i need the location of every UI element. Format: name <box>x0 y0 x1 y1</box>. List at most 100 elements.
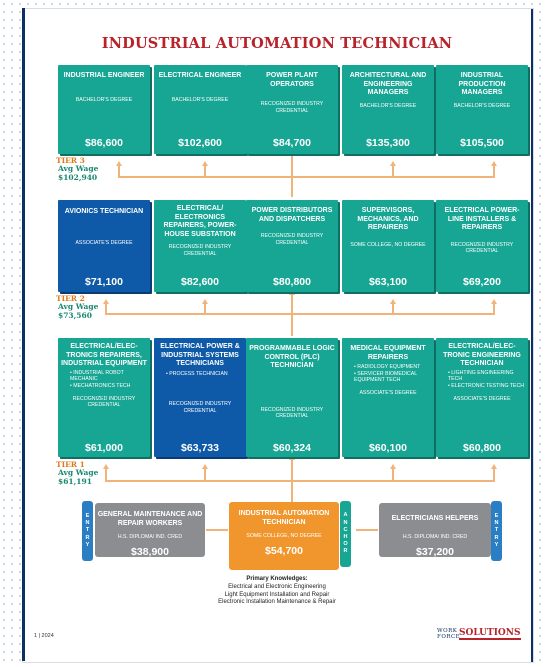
specialty-item: • PROCESS TECHNICIAN <box>166 370 228 377</box>
wage: $63,100 <box>369 276 407 288</box>
tier1-box-engineering-technician: ELECTRICAL/ELEC-TRONIC ENGINEERING TECHN… <box>436 338 528 457</box>
job-title: ELECTRICAL/ELEC-TRONICS REPAIRERS, INDUS… <box>61 343 147 368</box>
tier-avg-wage: $102,940 <box>58 172 98 182</box>
job-title: INDUSTRIAL AUTOMATION TECHNICIAN <box>238 510 330 526</box>
entry-box-general-maintenance: GENERAL MAINTENANCE AND REPAIR WORKERS H… <box>95 503 205 558</box>
tier-name: TIER 1 <box>56 460 85 469</box>
tier-name: TIER 2 <box>56 294 85 303</box>
education: RECOGNIZED INDUSTRY CREDENTIAL <box>450 241 514 255</box>
tier1-label: TIER 1 Avg Wage $61,191 <box>56 460 99 486</box>
tier2-box-electrical-repairers-powerhouse: ELECTRICAL/ ELECTRONICS REPAIRERS, POWER… <box>154 200 246 292</box>
wage: $71,100 <box>85 276 123 288</box>
education: RECOGNIZED INDUSTRY CREDENTIAL <box>260 406 324 420</box>
education: BACHELOR'S DEGREE <box>75 96 133 103</box>
education: H.S. DIPLOMA/ IND. CRED <box>117 534 183 540</box>
wage: $84,700 <box>273 137 311 149</box>
wage: $63,733 <box>181 442 219 454</box>
job-title: ELECTRICAL POWER & INDUSTRIAL SYSTEMS TE… <box>160 343 240 368</box>
education: RECOGNIZED INDUSTRY CREDENTIAL <box>72 395 136 409</box>
specialty-item: • INDUSTRIAL ROBOT MECHANIC <box>70 369 124 383</box>
job-title: AVIONICS TECHNICIAN <box>64 208 144 215</box>
education: H.S. DIPLOMA/ IND. CRED <box>402 533 468 540</box>
tier2-box-power-line-installers: ELECTRICAL POWER-LINE INSTALLERS & REPAI… <box>436 200 528 292</box>
knowledge-item: Electrical and Electronic Engineering <box>228 583 326 590</box>
tier1-box-medical-equipment-repairers: MEDICAL EQUIPMENT REPAIRERS • RADIOLOGY … <box>342 338 434 457</box>
wage: $105,500 <box>460 137 504 149</box>
education: RECOGNIZED INDUSTRY CREDENTIAL <box>168 401 232 414</box>
specialty-item: • LIGHTING ENGINEERING TECH <box>448 369 514 383</box>
education: SOME COLLEGE, NO DEGREE <box>350 241 426 248</box>
tier2-box-power-distributors: POWER DISTRIBUTORS AND DISPATCHERS RECOG… <box>246 200 338 292</box>
wage: $135,300 <box>366 137 410 149</box>
tier3-box-electrical-engineer: ELECTRICAL ENGINEER BACHELOR'S DEGREE $1… <box>154 65 246 154</box>
education: RECOGNIZED INDUSTRY CREDENTIAL <box>260 101 324 114</box>
wage: $82,600 <box>181 276 219 288</box>
job-title: INDUSTRIAL ENGINEER <box>63 72 145 79</box>
tier1-box-electronics-repairers-industrial: ELECTRICAL/ELEC-TRONICS REPAIRERS, INDUS… <box>58 338 150 457</box>
wage: $102,600 <box>178 137 222 149</box>
education: RECOGNIZED INDUSTRY CREDENTIAL <box>168 244 232 257</box>
tier2-box-supervisors-mechanics: SUPERVISORS, MECHANICS, AND REPAIRERS SO… <box>342 200 434 292</box>
tier3-box-industrial-production-managers: INDUSTRIAL PRODUCTION MANAGERS BACHELOR'… <box>436 65 528 154</box>
job-title: MEDICAL EQUIPMENT REPAIRERS <box>350 345 426 361</box>
job-title: ELECTRICIANS HELPERS <box>391 515 479 522</box>
education: BACHELOR'S DEGREE <box>453 102 511 109</box>
job-title: ELECTRICAL/ELEC-TRONIC ENGINEERING TECHN… <box>443 343 521 368</box>
knowledges-heading: Primary Knowledges: <box>246 576 308 582</box>
job-title: SUPERVISORS, MECHANICS, AND REPAIRERS <box>357 207 419 232</box>
tier-avg-label: Avg Wage <box>58 302 99 312</box>
wage: $69,200 <box>463 276 501 288</box>
specialty-item: • ELECTRONIC TESTING TECH <box>448 382 524 389</box>
education: ASSOCIATE'S DEGREE <box>75 239 133 246</box>
education: ASSOCIATE'S DEGREE <box>453 395 511 402</box>
job-title: GENERAL MAINTENANCE AND REPAIR WORKERS <box>97 511 203 527</box>
job-title: POWER DISTRIBUTORS AND DISPATCHERS <box>251 207 333 223</box>
tier2-box-avionics-technician: AVIONICS TECHNICIAN ASSOCIATE'S DEGREE $… <box>58 200 150 292</box>
wage: $86,600 <box>85 137 123 149</box>
wage: $54,700 <box>265 545 303 557</box>
primary-knowledges: Primary Knowledges: Electrical and Elect… <box>22 576 532 607</box>
tier-avg-wage: $73,560 <box>58 310 92 320</box>
entry-box-electricians-helpers: ELECTRICIANS HELPERS H.S. DIPLOMA/ IND. … <box>379 503 491 558</box>
wage: $60,100 <box>369 442 407 454</box>
tier3-box-industrial-engineer: INDUSTRIAL ENGINEER BACHELOR'S DEGREE $8… <box>58 65 150 154</box>
wage: $38,900 <box>131 546 169 558</box>
anchor-box-industrial-automation-technician: INDUSTRIAL AUTOMATION TECHNICIAN SOME CO… <box>229 502 339 570</box>
job-title: ELECTRICAL ENGINEER <box>158 72 242 79</box>
job-title: POWER PLANT OPERATORS <box>266 72 318 88</box>
knowledge-item: Light Equipment Installation and Repair <box>224 591 330 598</box>
specialty-item: • RADIOLOGY EQUIPMENT <box>354 364 421 371</box>
job-title: INDUSTRIAL PRODUCTION MANAGERS <box>458 72 506 97</box>
workforce-solutions-logo: WORK FORCE SOLUTIONS <box>437 628 521 644</box>
wage: $60,324 <box>273 442 311 454</box>
tier-avg-label: Avg Wage <box>58 468 99 478</box>
education: BACHELOR'S DEGREE <box>171 96 229 103</box>
education: SOME COLLEGE, NO DEGREE <box>246 533 322 539</box>
tier3-box-power-plant-operators: POWER PLANT OPERATORS RECOGNIZED INDUSTR… <box>246 65 338 154</box>
job-title: PROGRAMMABLE LOGIC CONTROL (PLC) TECHNIC… <box>249 345 335 370</box>
job-title: ELECTRICAL POWER-LINE INSTALLERS & REPAI… <box>444 207 520 232</box>
tier-name: TIER 3 <box>56 156 85 165</box>
knowledge-item: Electronic Installation Maintenance & Re… <box>218 599 336 606</box>
tier3-box-architectural-engineering-managers: ARCHITECTURAL AND ENGINEERING MANAGERS B… <box>342 65 434 154</box>
wage: $80,800 <box>273 276 311 288</box>
logo-small-text: WORK FORCE <box>437 628 461 640</box>
education: ASSOCIATE'S DEGREE <box>359 389 417 396</box>
wage: $37,200 <box>416 545 454 558</box>
wage: $60,800 <box>463 442 501 454</box>
wage: $61,000 <box>85 442 123 454</box>
specialty-item: • MECHATRONICS TECH <box>70 382 131 389</box>
tier-avg-wage: $61,191 <box>58 476 92 486</box>
job-title: ELECTRICAL/ ELECTRONICS REPAIRERS, POWER… <box>163 205 237 238</box>
tier1-box-plc-technician: PROGRAMMABLE LOGIC CONTROL (PLC) TECHNIC… <box>246 338 338 457</box>
tier3-label: TIER 3 Avg Wage $102,940 <box>56 156 98 182</box>
specialty-item: • SERVICER BIOMEDICAL EQUIPMENT TECH <box>354 370 417 384</box>
page-number: 1 | 2024 <box>34 633 54 639</box>
education: BACHELOR'S DEGREE <box>359 102 417 109</box>
logo-big-text: SOLUTIONS <box>459 628 521 638</box>
page-title: INDUSTRIAL AUTOMATION TECHNICIAN <box>101 35 453 52</box>
tier1-box-electrical-power-industrial-systems: ELECTRICAL POWER & INDUSTRIAL SYSTEMS TE… <box>154 338 246 457</box>
